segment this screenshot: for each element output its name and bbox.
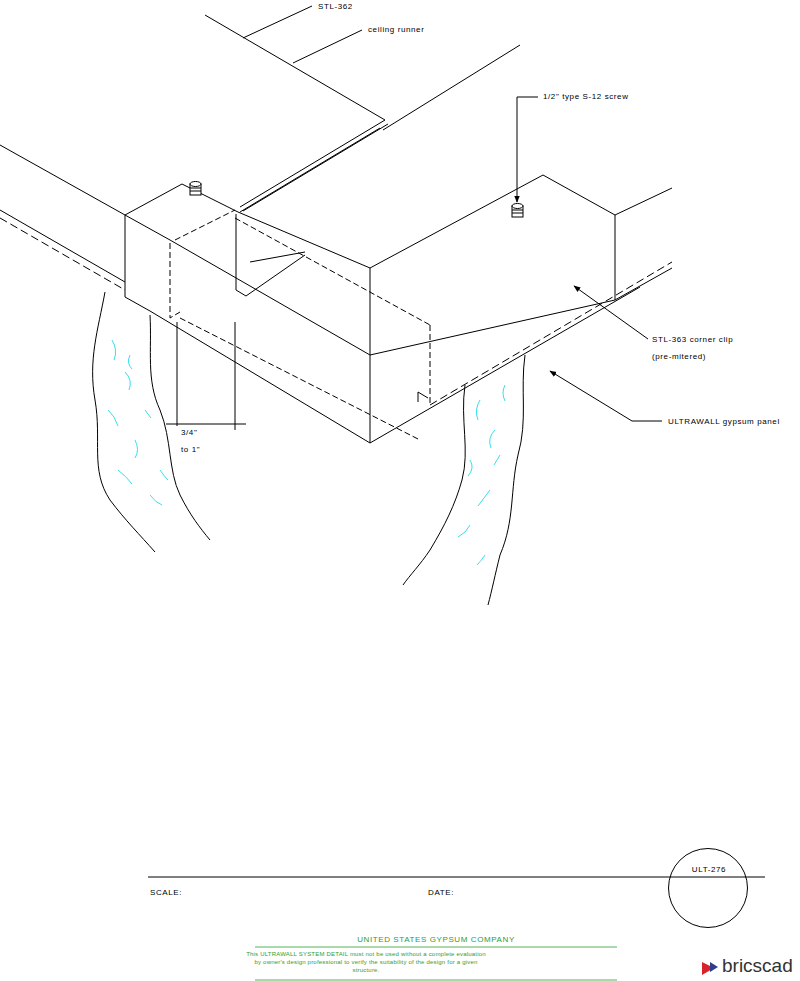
part-name: ULTRAWALL gypsum panel [668, 417, 780, 426]
part-note: (pre-mitered) [652, 352, 706, 361]
runner-lines [0, 15, 672, 443]
title-field: DATE: [428, 888, 454, 897]
dimension: to 1" [181, 445, 200, 454]
brand-logo: bricscad [722, 955, 793, 977]
title-block [148, 877, 765, 878]
drawing-number-circle: ULT-276 [668, 848, 748, 928]
title-field: SCALE: [150, 888, 182, 897]
disclaimer-note: This ULTRAWALL SYSTEM DETAIL must not be… [246, 950, 486, 974]
part-number: STL-362 [318, 2, 353, 11]
wood-grain [108, 340, 505, 565]
screw-symbol [190, 182, 523, 218]
brand-icon [702, 962, 718, 975]
company-name: UNITED STATES GYPSUM COMPANY [286, 935, 586, 944]
drawing-number: ULT-276 [692, 865, 726, 874]
wood-stud [93, 292, 525, 605]
part-name: 1/2" type S-12 screw [543, 92, 629, 101]
dimension: 3/4" [181, 428, 197, 437]
part-name: ceiling runner [368, 25, 424, 34]
leader-line [166, 6, 662, 430]
part-name: STL-363 corner clip [652, 335, 733, 344]
